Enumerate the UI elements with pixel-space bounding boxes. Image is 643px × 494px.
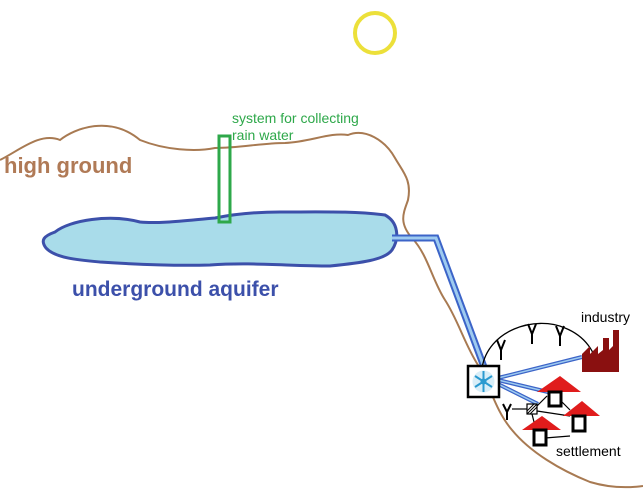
pipe-to-settlement — [497, 378, 549, 406]
settlement-label: settlement — [556, 443, 621, 459]
pump-turbine-icon — [466, 364, 501, 399]
aquifer-label: underground aquifer — [72, 278, 279, 301]
supply-pipe — [392, 234, 488, 369]
industry-label: industry — [581, 309, 630, 325]
sun-icon — [353, 11, 397, 55]
distribution-y-icon — [496, 323, 565, 420]
house-icon — [537, 376, 581, 408]
valve-icon — [526, 403, 538, 415]
factory-icon — [582, 330, 619, 372]
house-icon — [563, 401, 600, 433]
terrain-outline — [0, 124, 643, 489]
pipe-to-industry — [497, 355, 583, 380]
high-ground-label: high ground — [4, 153, 132, 178]
aquifer-body — [41, 210, 399, 268]
rain-system-label-line1: system for collecting — [232, 110, 359, 126]
rain-system-label-line2: rain water — [232, 127, 294, 143]
rain-collector — [217, 134, 232, 224]
house-icon — [522, 416, 561, 447]
